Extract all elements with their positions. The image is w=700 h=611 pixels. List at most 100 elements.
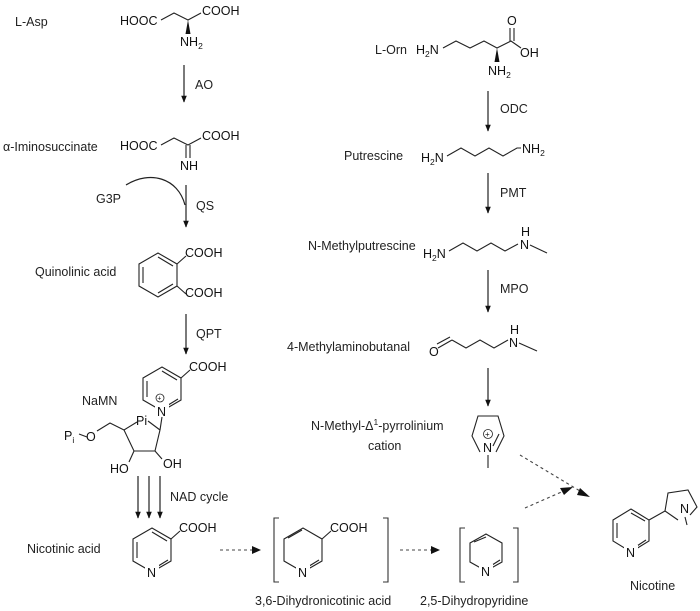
compound-iminosuccinate: α-Iminosuccinate HOOC COOH NH bbox=[3, 129, 240, 173]
bond-n-c1 bbox=[159, 416, 163, 431]
bond-pi-o bbox=[78, 433, 88, 438]
atom-hooc: HOOC bbox=[120, 139, 158, 153]
cosubstrate-g3p: G3P bbox=[96, 192, 121, 206]
label-iminosuccinate: α-Iminosuccinate bbox=[3, 140, 98, 154]
dashed-arrow-pyrrolinium bbox=[519, 454, 586, 495]
bond-oh-2 bbox=[154, 450, 163, 460]
atom-mask bbox=[145, 565, 159, 579]
atom-h: H bbox=[510, 323, 519, 337]
compound-methylaminobutanal: 4-Methylaminobutanal O N H bbox=[287, 323, 538, 359]
compound-putrescine: Putrescine H2N NH2 bbox=[344, 142, 545, 167]
label-pyrrolinium-line2: cation bbox=[368, 439, 401, 453]
ring-pyrrolinium bbox=[471, 415, 505, 453]
label-dihydronicotinic-acid: 3,6-Dihydronicotinic acid bbox=[255, 594, 391, 608]
enzyme-mpo: MPO bbox=[500, 282, 529, 296]
atom-n: N bbox=[157, 405, 166, 419]
bond-co-1 bbox=[437, 339, 453, 349]
atom-cooh: COOH bbox=[330, 521, 368, 535]
bracket-left bbox=[273, 517, 279, 583]
compound-quinolinic-acid: Quinolinic acid COOH COOH bbox=[35, 246, 223, 300]
compound-n-methylputrescine: N-Methylputrescine H2N N H bbox=[308, 225, 548, 263]
enzyme-nad-cycle: NAD cycle bbox=[170, 490, 228, 504]
plus-charge-icon bbox=[483, 429, 493, 439]
compound-l-asp: L-Asp HOOC COOH NH2 bbox=[15, 4, 240, 51]
atom-cooh: COOH bbox=[202, 129, 240, 143]
plus-sign: + bbox=[485, 430, 490, 439]
atom-h: H bbox=[521, 225, 530, 239]
enzyme-pmt: PMT bbox=[500, 186, 527, 200]
ring-double-bond bbox=[157, 256, 174, 267]
bond-chain bbox=[448, 242, 519, 252]
compound-dihydropyridine: N 2,5-Dihydropyridine bbox=[420, 527, 528, 608]
compound-nicotine: N N Nicotine bbox=[612, 489, 698, 593]
arrowhead bbox=[577, 488, 590, 497]
ring-double-bond bbox=[630, 512, 646, 522]
ring-dihydropyridine bbox=[283, 527, 323, 573]
label-pyrrolinium-line1: N-Methyl-Δ1-pyrrolinium bbox=[311, 417, 444, 433]
plus-charge-icon bbox=[155, 393, 165, 403]
atom-cooh: COOH bbox=[179, 521, 217, 535]
label-nicotine: Nicotine bbox=[630, 579, 675, 593]
bond-ch2-o bbox=[96, 422, 125, 432]
atom-n-pyridine: N bbox=[626, 546, 635, 560]
enzyme-qs: QS bbox=[196, 199, 214, 213]
wedge-bond bbox=[494, 48, 500, 62]
atom-mask bbox=[296, 565, 310, 579]
compound-pyrrolinium: N-Methyl-Δ1-pyrrolinium cation + N bbox=[311, 415, 505, 468]
atom-n: N bbox=[481, 565, 490, 579]
enzyme-ao: AO bbox=[195, 78, 213, 92]
atom-oh: OH bbox=[163, 457, 182, 471]
atom-h2n: H2N bbox=[423, 247, 446, 263]
enzyme-odc: ODC bbox=[500, 102, 528, 116]
label-n-methylputrescine: N-Methylputrescine bbox=[308, 239, 416, 253]
bracket-left bbox=[459, 527, 465, 583]
atom-h2n: H2N bbox=[416, 43, 439, 59]
atom-mask bbox=[155, 404, 169, 418]
atom-mask bbox=[479, 564, 493, 578]
arrowhead bbox=[252, 546, 261, 554]
arrowhead bbox=[560, 487, 573, 495]
atom-nh2: NH2 bbox=[488, 64, 511, 80]
atom-mask bbox=[624, 545, 638, 559]
arrow-g3p-curve bbox=[125, 177, 186, 206]
bond-chain bbox=[160, 137, 202, 146]
atom-cooh-1: COOH bbox=[185, 246, 223, 260]
label-quinolinic-acid: Quinolinic acid bbox=[35, 265, 116, 279]
compound-dihydronicotinic-acid: COOH N 3,6-Dihydronicotinic acid bbox=[255, 517, 391, 608]
ring-pyridine bbox=[612, 508, 650, 553]
ring-double-bond bbox=[151, 531, 168, 542]
compound-l-orn: L-Orn H2N O OH NH2 bbox=[375, 14, 539, 80]
compound-namn: NaMN COOH N + Pi O Pi HO OH bbox=[64, 360, 227, 476]
wedge-bond bbox=[185, 20, 191, 34]
bond-chain bbox=[451, 339, 509, 349]
bond-chain bbox=[160, 12, 202, 21]
compound-nicotinic-acid: Nicotinic acid COOH N bbox=[27, 521, 217, 580]
bond-methyl bbox=[684, 516, 688, 526]
atom-nh2: NH2 bbox=[522, 142, 545, 158]
ring-double-bond bbox=[287, 529, 303, 539]
atom-oh: OH bbox=[520, 46, 539, 60]
atom-n: N bbox=[483, 441, 492, 455]
atom-cooh: COOH bbox=[189, 360, 227, 374]
bond-cooh bbox=[180, 369, 191, 379]
bond-cooh bbox=[321, 530, 332, 540]
bond-methyl bbox=[529, 244, 548, 254]
atom-o-ester: O bbox=[86, 430, 96, 444]
atom-o-ring: Pi bbox=[136, 414, 147, 428]
ring-double-bond bbox=[161, 370, 178, 381]
label-l-orn: L-Orn bbox=[375, 43, 407, 57]
atom-n: N bbox=[509, 336, 518, 350]
atom-o: O bbox=[429, 345, 439, 359]
atom-nh2: NH2 bbox=[180, 35, 203, 51]
label-l-asp: L-Asp bbox=[15, 15, 48, 29]
ring-double-bond bbox=[492, 433, 500, 447]
atom-cooh: COOH bbox=[202, 4, 240, 18]
bond-chain bbox=[446, 147, 521, 157]
bond-cooh bbox=[170, 530, 181, 540]
arrowhead bbox=[431, 546, 440, 554]
bond-c1-o bbox=[147, 420, 161, 431]
atom-h2n: H2N bbox=[421, 151, 444, 167]
bond-cooh-2 bbox=[176, 285, 187, 295]
label-nicotinic-acid: Nicotinic acid bbox=[27, 542, 101, 556]
